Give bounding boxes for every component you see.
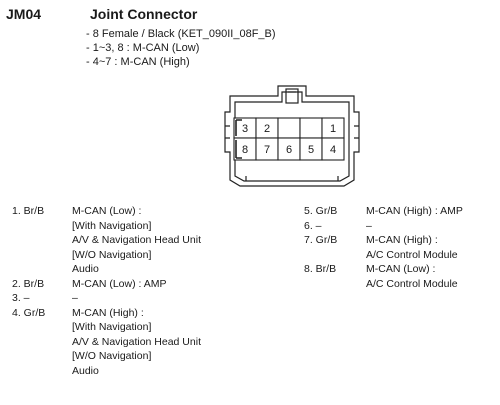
pin-description-line: M-CAN (High) : AMP [366,205,463,217]
pin-label: 8. Br/B [304,263,337,275]
pin-number-label: 2 [264,123,270,135]
pin-label: 2. Br/B [12,277,45,290]
pin-description-line: A/V & Navigation Head Unit [72,234,201,246]
pin-description-line: M-CAN (Low) : [72,205,142,217]
pin-description-line: A/C Control Module [366,277,458,290]
spec-line: - 1~3, 8 : M-CAN (Low) [86,42,200,54]
pin-description: M-CAN (Low) : AMP [72,277,167,292]
pin-description: M-CAN (High) : [With Navigation] A/V & N… [72,306,201,379]
pin-description: M-CAN (High) : AMP [366,204,463,219]
connector-specs: - 8 Female / Black (KET_090II_08F_B) - 1… [86,27,276,69]
connector-code: JM04 [6,6,42,22]
pin-entry: 7. Gr/B M-CAN (High) : A/C Control Modul… [300,233,463,262]
pin-description-line: [With Navigation] [72,321,152,333]
pin-description: M-CAN (Low) : [With Navigation] A/V & Na… [72,204,201,277]
spec-line: - 8 Female / Black (KET_090II_08F_B) [86,28,276,40]
spec-line: - 4~7 : M-CAN (High) [86,56,190,68]
pin-label: 6. – [304,219,322,232]
pin-description-line: [With Navigation] [72,219,152,232]
connector-inner-housing [234,91,350,182]
pin-cavity [277,117,301,139]
pin-description-line: M-CAN (High) : [366,234,438,246]
pin-number-label: 6 [286,144,292,156]
pin-entry: 8. Br/B M-CAN (Low) : A/C Control Module [300,262,463,291]
connector-face-diagram: 3 2 1 8 7 6 5 4 [224,85,360,187]
pin-description: – [366,219,372,234]
pin-number-label: 5 [308,144,314,156]
pin-label: 4. Gr/B [12,306,46,319]
pin-number-label: 3 [242,123,248,135]
pin-entry: 1. Br/B M-CAN (Low) : [With Navigation] … [6,204,201,277]
pin-label: 1. Br/B [12,205,45,217]
pin-entry: 3. – – [6,291,201,306]
pin-entry: 5. Gr/B M-CAN (High) : AMP [300,204,463,219]
pin-entry: 4. Gr/B M-CAN (High) : [With Navigation]… [6,306,201,379]
connector-lock-tab [285,88,299,104]
pin-number-label: 4 [330,144,336,156]
pin-description-line: M-CAN (Low) : [366,263,436,275]
pin-number-label: 8 [242,144,248,156]
pin-number-label: 7 [264,144,270,156]
pin-description-line: Audio [72,263,99,275]
pin-description-line: Audio [72,364,99,377]
pin-description-line: [W/O Navigation] [72,350,152,362]
pin-cavity [299,117,323,139]
pin-description-line: M-CAN (High) : [72,306,144,319]
pin-description-line: A/V & Navigation Head Unit [72,335,201,348]
pin-label: 3. – [12,292,30,304]
pin-description-line: – [72,292,78,304]
pin-description: M-CAN (High) : A/C Control Module [366,233,458,262]
pin-description-line: – [366,219,372,232]
pin-label: 7. Gr/B [304,234,338,246]
pin-list-right: 5. Gr/B M-CAN (High) : AMP 6. – – 7. Gr/… [300,204,463,291]
pin-label: 5. Gr/B [304,205,338,217]
pin-entry: 6. – – [300,219,463,234]
pin-list-left: 1. Br/B M-CAN (Low) : [With Navigation] … [6,204,201,378]
pin-description-line: [W/O Navigation] [72,248,152,261]
pin-description: – [72,291,78,306]
pin-description-line: M-CAN (Low) : AMP [72,277,167,290]
pin-entry: 2. Br/B M-CAN (Low) : AMP [6,277,201,292]
pin-number-label: 1 [330,123,336,135]
connector-housing [224,85,360,187]
pin-description-line: A/C Control Module [366,248,458,261]
pin-description: M-CAN (Low) : A/C Control Module [366,262,458,291]
connector-title: Joint Connector [90,6,198,22]
pin-cavity [321,137,345,161]
